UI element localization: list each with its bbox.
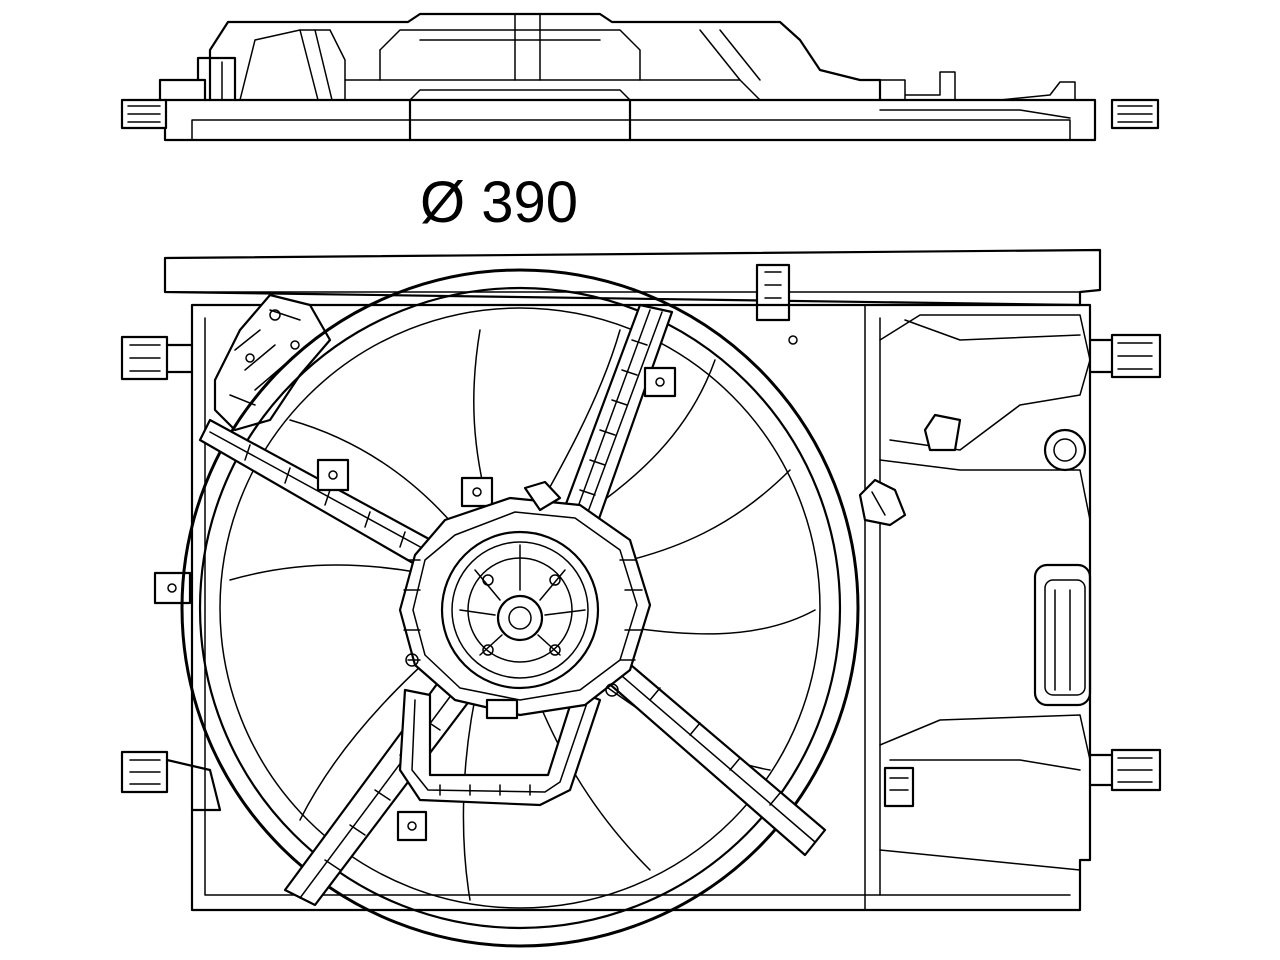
top-view <box>120 12 1160 142</box>
support-struts <box>198 303 827 907</box>
motor-hub <box>398 480 652 720</box>
diameter-dimension-label: Ø 390 <box>420 170 578 235</box>
front-view <box>120 248 1162 948</box>
